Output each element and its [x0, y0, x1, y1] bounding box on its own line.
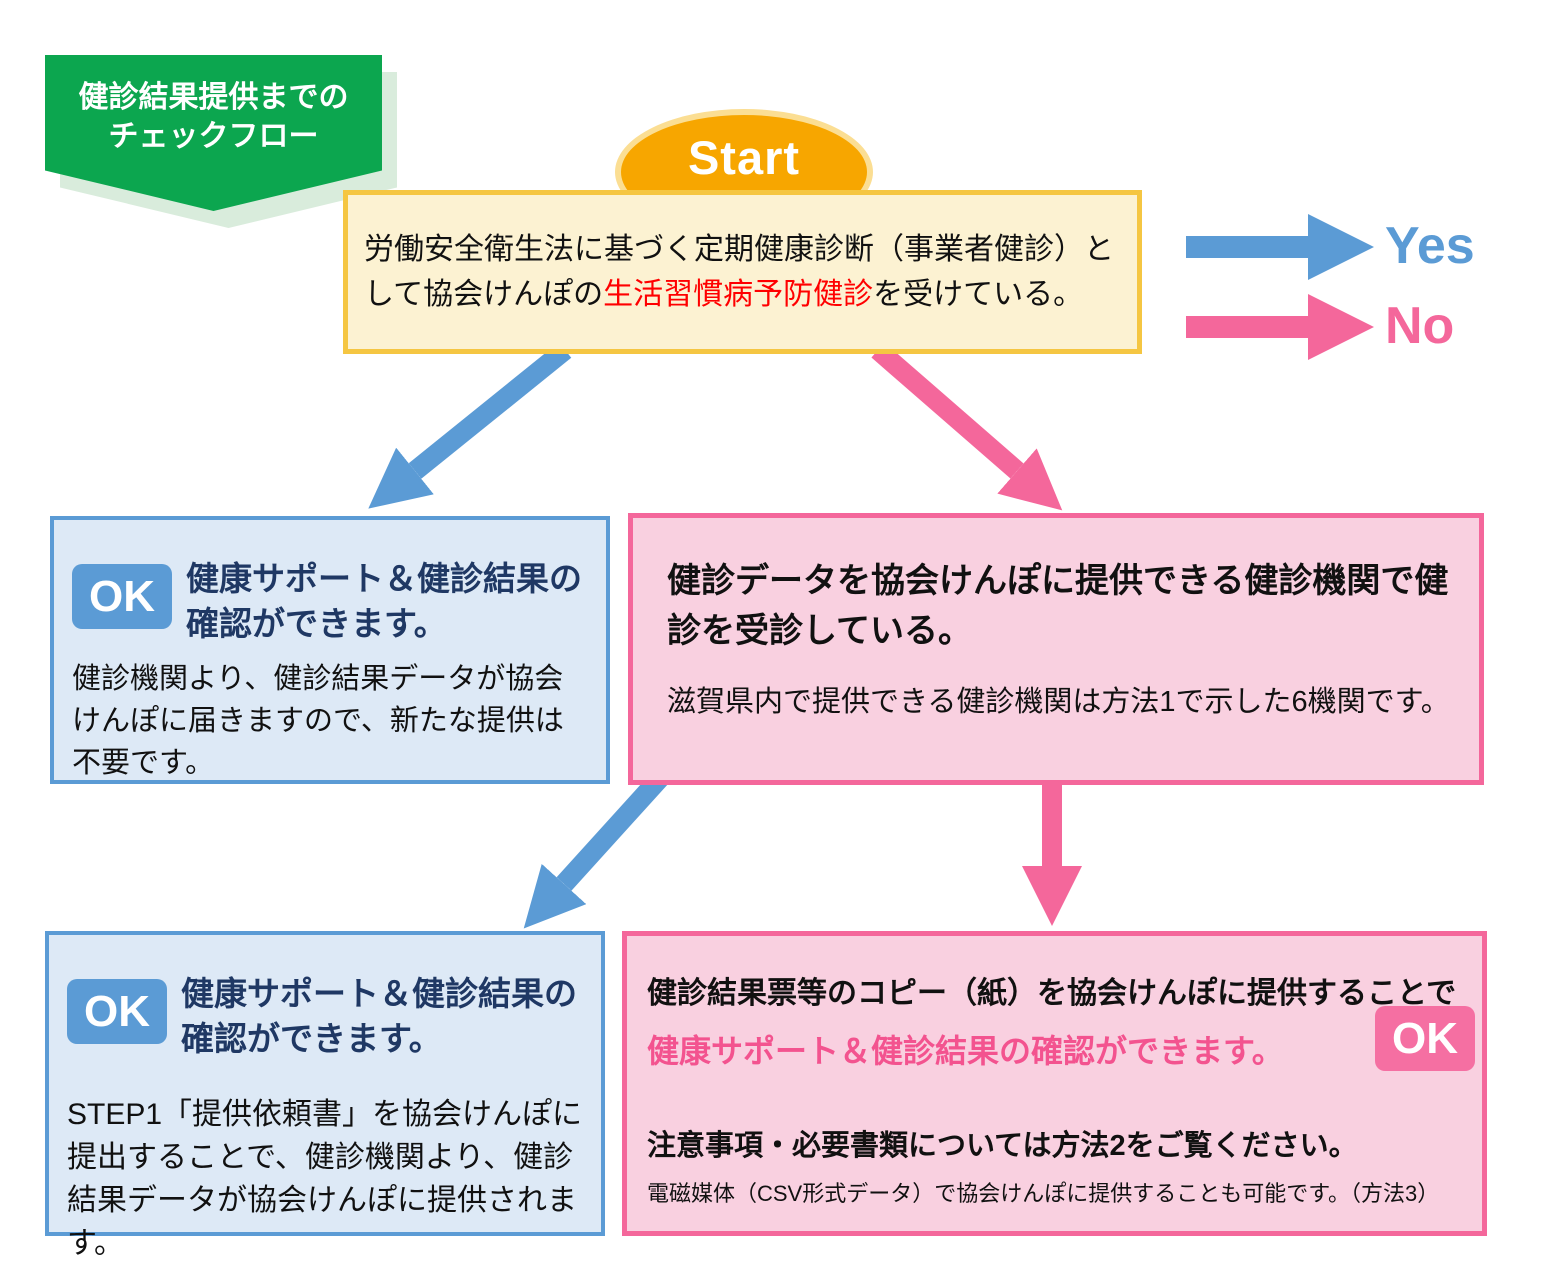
paper-copy-box: 健診結果票等のコピー（紙）を協会けんぽに提供することで 健康サポート＆健診結果の… [622, 931, 1487, 1236]
header-badge-line2: チェックフロー [108, 120, 319, 153]
question1-highlight: 生活習慣病予防健診 [603, 278, 874, 311]
question2-title: 健診データを協会けんぽに提供できる健診機関で健診を受診している。 [667, 562, 1449, 650]
start-label: Start [687, 131, 801, 184]
paper-copy-line2: 健康サポート＆健診結果の確認ができます。 [647, 1033, 1284, 1069]
paper-copy-note1: 注意事項・必要書類については方法2をご覧ください。 [647, 1130, 1358, 1162]
ok-box-2-body: STEP1「提供依頼書」を協会けんぽに提出することで、健診機関より、健診結果デー… [67, 1098, 583, 1260]
yes-arrow-q2-to-ok2 [523, 771, 668, 929]
header-badge-line1: 健診結果提供までの [78, 81, 349, 114]
ok-box-1-body: 健診機関より、健診結果データが協会けんぽに届きますので、新たな提供は不要です。 [72, 663, 564, 779]
legend-no-label: No [1385, 297, 1455, 355]
question1-line2: して協会けんぽの生活習慣病予防健診を受けている。 [364, 272, 1121, 317]
question2-box: 健診データを協会けんぽに提供できる健診機関で健診を受診している。 滋賀県内で提供… [628, 513, 1484, 785]
legend-yes-label: Yes [1385, 217, 1475, 275]
question1-box: 労働安全衛生法に基づく定期健康診断（事業者健診）と して協会けんぽの生活習慣病予… [343, 190, 1142, 354]
ok-box-1-title: 健康サポート＆健診結果の確認ができます。 [186, 560, 582, 642]
ok-badge-1: OK [72, 564, 172, 629]
ok-badge-2: OK [67, 979, 167, 1044]
paper-copy-note2: 電磁媒体（CSV形式データ）で協会けんぽに提供することも可能です。（方法3） [647, 1181, 1440, 1206]
paper-copy-line1: 健診結果票等のコピー（紙）を協会けんぽに提供することで [647, 977, 1457, 1010]
question2-body: 滋賀県内で提供できる健診機関は方法1で示した6機関です。 [667, 686, 1450, 718]
question1-line1: 労働安全衛生法に基づく定期健康診断（事業者健診）と [364, 233, 1114, 266]
ok-box-2-title: 健康サポート＆健診結果の確認ができます。 [181, 975, 577, 1057]
question1-line2-after: を受けている。 [873, 278, 1084, 311]
ok-badge-3: OK [1375, 1006, 1475, 1071]
yes-arrow-q1-to-ok1 [368, 342, 572, 509]
ok-box-1: OK 健康サポート＆健診結果の確認ができます。 健診機関より、健診結果データが協… [50, 516, 610, 784]
no-arrow-q1-to-q2 [871, 342, 1063, 511]
ok-box-2: OK 健康サポート＆健診結果の確認ができます。 STEP1「提供依頼書」を協会け… [45, 931, 605, 1260]
question1-line2-before: して協会けんぽの [364, 278, 604, 311]
